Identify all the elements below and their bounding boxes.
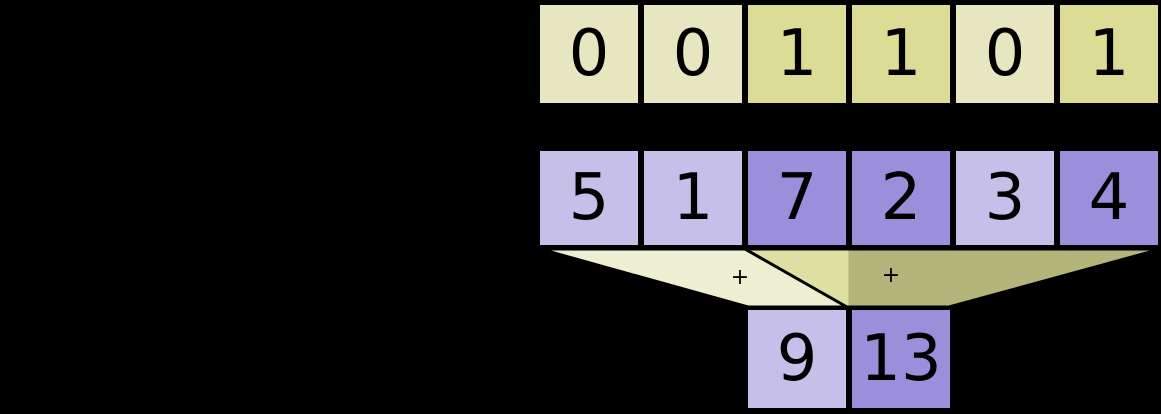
flag-cell-1[interactable]: 0 [537, 2, 641, 106]
right-funnel-shape [739, 247, 1161, 309]
value-cell-1[interactable]: 5 [537, 148, 641, 248]
value-cell-4[interactable]: 2 [849, 148, 953, 248]
flag-cell-6[interactable]: 1 [1057, 2, 1161, 106]
result-cell-1[interactable]: 9 [745, 307, 849, 411]
flag-cell-2[interactable]: 0 [641, 2, 745, 106]
value-row: 5 1 7 2 3 4 [537, 148, 1161, 248]
flag-cell-5[interactable]: 0 [953, 2, 1057, 106]
value-cell-4-value: 2 [880, 161, 922, 235]
value-cell-3[interactable]: 7 [745, 148, 849, 248]
flag-cell-3[interactable]: 1 [745, 2, 849, 106]
result-row: 9 13 [745, 307, 953, 411]
left-funnel-plus-operator: + [730, 265, 750, 290]
flag-cell-5-value: 0 [984, 17, 1026, 91]
value-cell-6[interactable]: 4 [1057, 148, 1161, 248]
flag-cell-6-value: 1 [1088, 17, 1130, 91]
value-cell-5-value: 3 [984, 161, 1026, 235]
result-cell-1-value: 9 [776, 322, 818, 396]
result-cell-2[interactable]: 13 [849, 307, 953, 411]
value-cell-5[interactable]: 3 [953, 148, 1057, 248]
flag-cell-4-value: 1 [880, 17, 922, 91]
value-cell-2-value: 1 [672, 161, 714, 235]
value-cell-6-value: 4 [1088, 161, 1130, 235]
flag-row: 0 0 1 1 0 1 [537, 2, 1161, 106]
right-funnel-plus-operator: + [881, 263, 901, 288]
value-cell-3-value: 7 [776, 161, 818, 235]
flag-cell-2-value: 0 [672, 17, 714, 91]
value-cell-1-value: 5 [568, 161, 610, 235]
flag-cell-1-value: 0 [568, 17, 610, 91]
left-funnel-shape [539, 247, 852, 309]
value-cell-2[interactable]: 1 [641, 148, 745, 248]
flag-cell-4[interactable]: 1 [849, 2, 953, 106]
result-cell-2-value: 13 [860, 322, 942, 396]
flag-cell-3-value: 1 [776, 17, 818, 91]
